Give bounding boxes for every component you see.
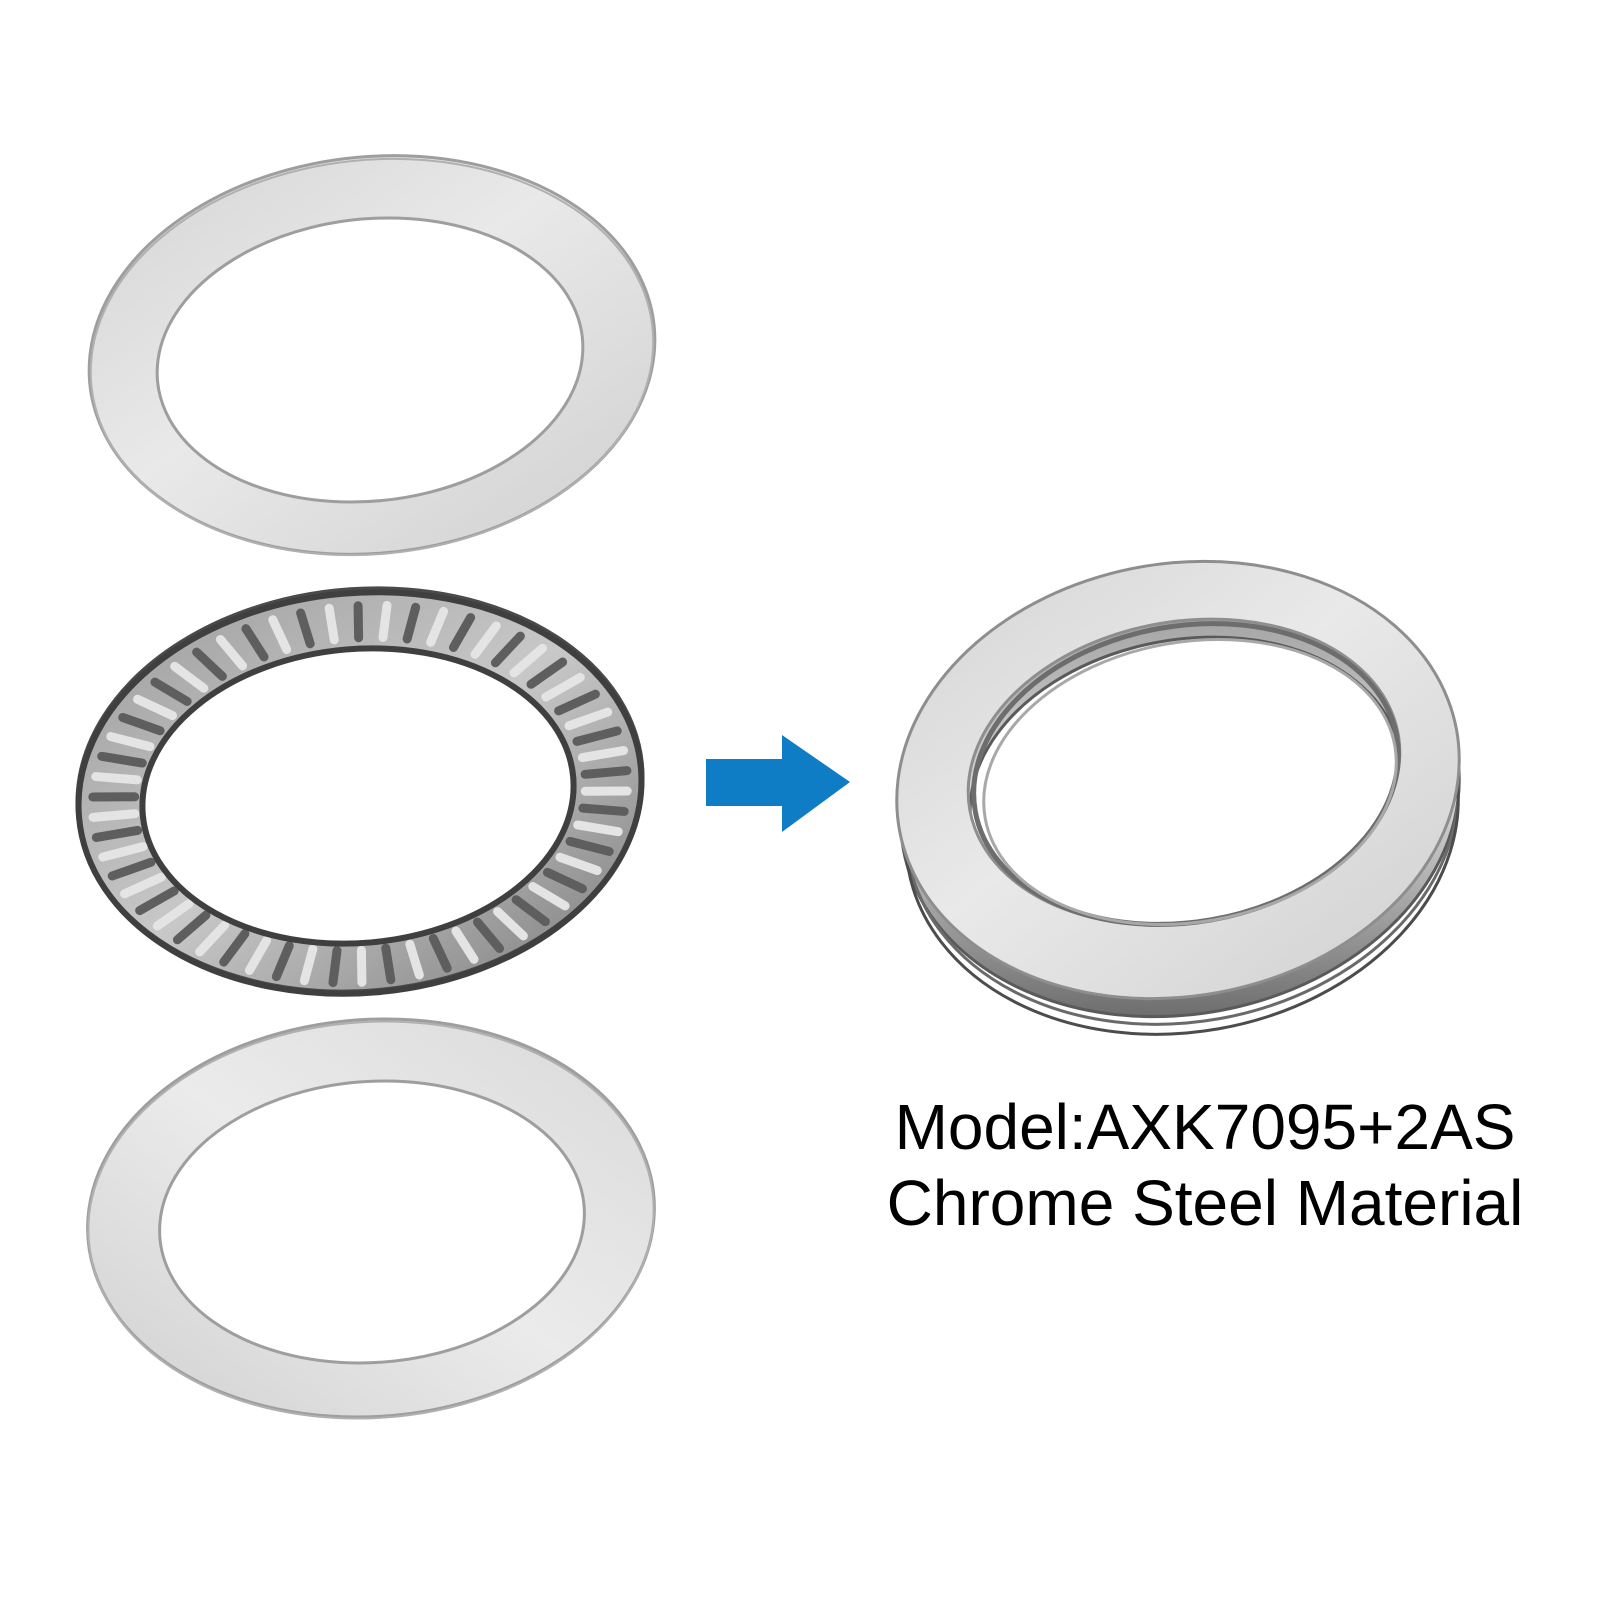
needle-roller	[554, 689, 600, 716]
needle-roller-cage	[75, 586, 645, 997]
needle-roller	[192, 647, 227, 681]
needle-roller	[244, 936, 272, 975]
needle-roller	[378, 600, 392, 642]
needle-roller	[353, 601, 364, 643]
needle-roller	[528, 882, 570, 911]
needle-roller	[91, 772, 142, 785]
needle-roller	[195, 920, 230, 957]
bottom-washer	[86, 1017, 656, 1420]
needle-roller	[271, 941, 294, 982]
needle-roller	[88, 809, 140, 822]
needle-rollers	[88, 600, 632, 988]
needle-roller	[493, 907, 528, 941]
assembled-bearing	[895, 559, 1461, 1036]
needle-roller	[241, 624, 269, 662]
needle-roller	[542, 867, 587, 894]
needle-roller	[296, 608, 315, 649]
needle-roller	[133, 694, 178, 721]
needle-roller	[356, 945, 367, 987]
needle-roller	[299, 944, 318, 986]
needle-roller	[172, 910, 211, 945]
needle-roller	[97, 751, 147, 768]
needle-roller	[170, 661, 209, 693]
right-arrow-icon	[706, 735, 850, 832]
needle-roller	[573, 820, 623, 837]
needle-roller	[509, 643, 548, 678]
needle-roller	[215, 634, 248, 671]
needle-roller	[572, 726, 622, 746]
needle-roller	[135, 886, 179, 916]
needle-roller	[426, 606, 449, 647]
needle-roller	[405, 939, 424, 980]
needle-roller	[152, 899, 194, 931]
needle-roller	[328, 946, 342, 988]
needle-roller	[150, 677, 192, 706]
model-caption: Model:AXK7095+2AS	[894, 1091, 1516, 1163]
needle-roller	[118, 712, 165, 736]
needle-roller	[402, 602, 421, 644]
needle-roller	[98, 842, 148, 862]
needle-roller	[219, 929, 250, 967]
needle-roller	[541, 672, 585, 702]
needle-roller	[381, 943, 396, 985]
needle-roller	[107, 857, 156, 881]
needle-roller	[511, 895, 550, 927]
top-washer	[87, 154, 657, 557]
needle-roller	[472, 917, 505, 954]
needle-roller	[448, 613, 476, 652]
needle-roller	[578, 803, 629, 816]
needle-roller	[428, 933, 452, 973]
material-caption: Chrome Steel Material	[886, 1167, 1524, 1239]
needle-roller	[577, 746, 629, 763]
needle-roller	[106, 732, 155, 752]
needle-roller	[91, 825, 143, 842]
needle-roller	[580, 766, 632, 779]
needle-roller	[120, 872, 166, 899]
needle-roller	[564, 707, 613, 731]
needle-roller	[451, 926, 479, 964]
needle-roller	[526, 657, 568, 689]
needle-roller	[268, 615, 292, 655]
needle-roller	[555, 852, 602, 876]
needle-roller	[490, 631, 525, 668]
needle-roller	[565, 836, 614, 856]
needle-roller	[324, 603, 339, 645]
needle-roller	[470, 621, 501, 659]
